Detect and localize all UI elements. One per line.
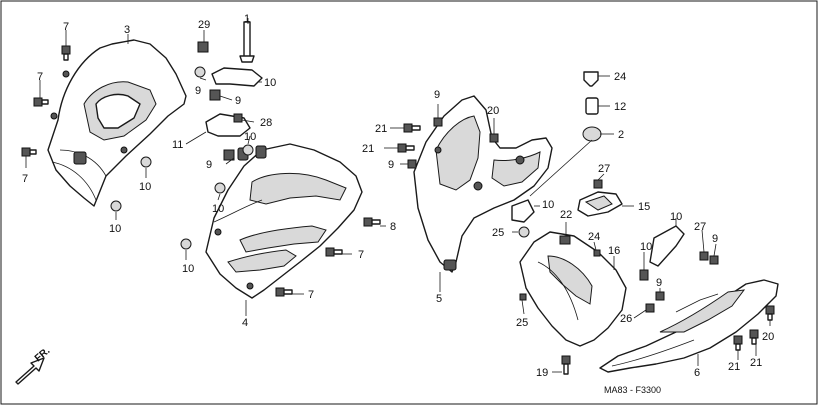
label-9d: 9 — [388, 159, 394, 171]
middle-cowl-panel-part — [205, 143, 363, 316]
label-21c: 21 — [728, 361, 740, 373]
label-8b: 8 — [390, 221, 396, 233]
bracket-cluster-part — [185, 18, 263, 145]
part-labels: 7 3 29 1 7 9 10 9 28 11 10 9 7 10 10 10 … — [22, 13, 774, 379]
label-10e: 10 — [109, 223, 121, 235]
label-22: 22 — [560, 209, 572, 221]
label-27b: 27 — [694, 221, 706, 233]
label-5: 5 — [436, 293, 442, 305]
label-10d: 10 — [212, 203, 224, 215]
diagram-code: MA83 - F3300 — [604, 385, 661, 395]
label-25: 25 — [492, 227, 504, 239]
label-3: 3 — [124, 24, 130, 36]
label-8a: 7 — [63, 21, 69, 33]
label-10f: 10 — [182, 263, 194, 275]
label-9a: 9 — [235, 95, 241, 107]
label-20b: 20 — [762, 331, 774, 343]
label-23: 24 — [614, 71, 626, 83]
label-6: 6 — [694, 367, 700, 379]
label-13: 10 — [542, 199, 554, 211]
right-bracket-part — [511, 191, 685, 267]
label-27a: 27 — [598, 163, 610, 175]
label-29: 29 — [198, 19, 210, 31]
label-7d: 7 — [308, 289, 314, 301]
label-7c: 7 — [358, 249, 364, 261]
label-4: 4 — [242, 317, 248, 329]
label-14: 10 — [640, 241, 652, 253]
label-21a: 21 — [375, 123, 387, 135]
label-24a: 24 — [588, 231, 600, 243]
label-9c: 9 — [434, 89, 440, 101]
label-10a: 9 — [195, 85, 201, 97]
label-24b: 25 — [516, 317, 528, 329]
label-7a: 7 — [37, 71, 43, 83]
label-16: 16 — [608, 245, 620, 257]
upper-cowl-panel-part — [47, 34, 187, 207]
label-7b: 7 — [22, 173, 28, 185]
label-9e: 9 — [712, 233, 718, 245]
label-2: 2 — [618, 129, 624, 141]
label-10c: 10 — [139, 181, 151, 193]
leader-lines — [25, 30, 771, 373]
label-28: 28 — [260, 117, 272, 129]
lower-center-cowl-part — [519, 231, 627, 347]
label-17: 11 — [172, 139, 183, 151]
label-9f: 9 — [656, 277, 662, 289]
label-21d: 21 — [750, 357, 762, 369]
grommet-stack-part — [529, 71, 614, 197]
front-direction-arrow: FR. — [15, 345, 52, 385]
label-9b: 9 — [206, 159, 212, 171]
label-10b: 10 — [244, 131, 256, 143]
label-19: 19 — [536, 367, 548, 379]
label-21b: 21 — [362, 143, 374, 155]
fasteners-part — [21, 41, 775, 375]
label-1: 1 — [244, 13, 250, 25]
label-11: 10 — [264, 77, 276, 89]
under-cowl-part — [599, 279, 779, 373]
label-26: 26 — [620, 313, 632, 325]
inner-cowl-center-part — [413, 95, 553, 292]
label-12: 10 — [670, 211, 682, 223]
label-18: 12 — [614, 101, 626, 113]
label-15: 15 — [638, 201, 650, 213]
label-20a: 20 — [487, 105, 499, 117]
